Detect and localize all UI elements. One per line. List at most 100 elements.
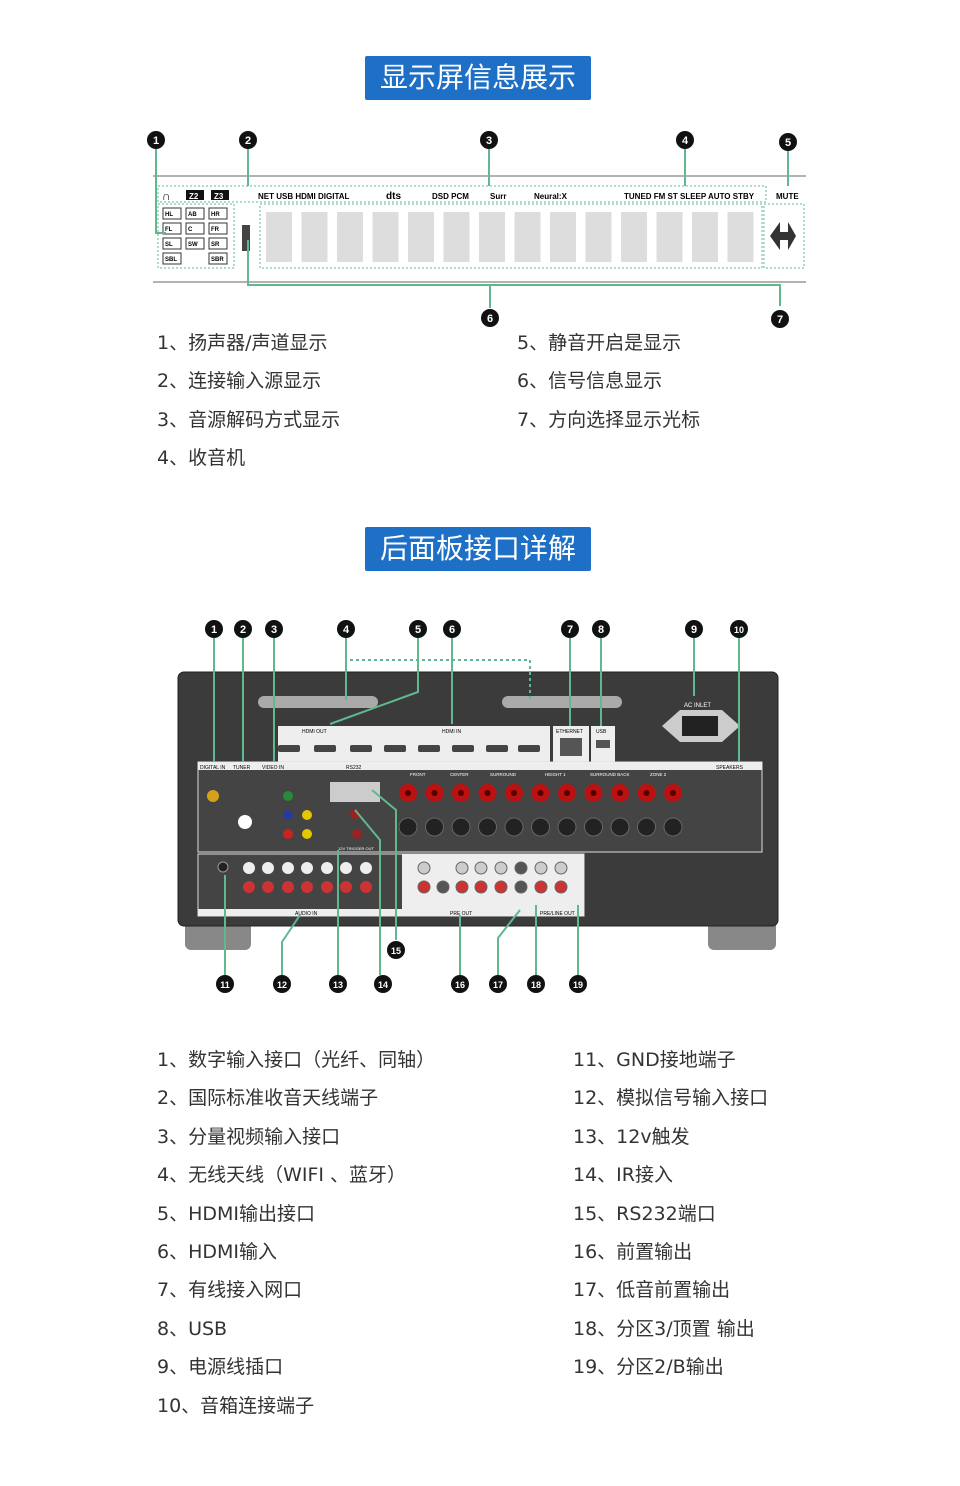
dot-matrix-char: [372, 212, 399, 262]
dot-matrix-char: [656, 212, 683, 262]
display-panel-diagram: ∩ Z2 Z3 NET USB HDMI DIGITAL dts DSD PCM…: [147, 131, 806, 328]
speaker-group-label: HEIGHT 1: [545, 772, 566, 777]
callout-marker: [685, 620, 703, 638]
mute-indicator: MUTE: [776, 192, 799, 201]
callout-marker-number: 10: [734, 625, 744, 635]
legend-item: 13、12v触发: [573, 1125, 690, 1148]
channel-indicator: SW: [188, 242, 198, 248]
callout-marker: [374, 975, 392, 993]
dot-matrix-char: [443, 212, 470, 262]
speaker-terminal-negative: [637, 817, 656, 837]
legend-item: 17、低音前置输出: [573, 1279, 731, 1302]
callout-marker-number: 17: [493, 980, 503, 990]
callout-marker: [451, 975, 469, 993]
rca-jack-red: [340, 881, 352, 893]
trigger-out-label: 12V TRIGGER OUT: [338, 846, 374, 851]
speaker-group-label: SURROUND BACK: [590, 772, 630, 777]
callout-marker: [337, 620, 355, 638]
callout-marker-number: 7: [777, 314, 783, 326]
rca-jack-white: [321, 862, 333, 874]
callout-marker-number: 2: [245, 135, 251, 147]
channel-indicator: HL: [165, 212, 173, 218]
callout-marker-number: 4: [682, 135, 689, 147]
rca-jack: [554, 861, 568, 875]
speaker-group-label: SURROUND: [490, 772, 517, 777]
callout-marker: [527, 975, 545, 993]
callout-marker: [676, 131, 694, 149]
callout-marker-number: 3: [486, 135, 492, 147]
rca-jack-red: [243, 881, 255, 893]
legend-item: 2、连接输入源显示: [157, 370, 322, 393]
dot-matrix-char: [727, 212, 754, 262]
callout-marker-number: 14: [378, 980, 388, 990]
rca-jack-red: [262, 881, 274, 893]
callout-marker: [387, 941, 405, 959]
callout-marker-number: 1: [153, 135, 159, 147]
rca-jack: [514, 880, 528, 894]
dot-matrix-char: [408, 212, 434, 262]
rca-jack: [417, 880, 431, 894]
speaker-terminal-negative: [478, 817, 497, 837]
callout-marker-number: 5: [785, 137, 791, 149]
callout-marker-number: 11: [220, 980, 230, 990]
dot-matrix-char: [621, 212, 647, 262]
callout-marker: [730, 620, 748, 638]
rs232-label: RS232: [346, 765, 362, 771]
legend-item: 6、HDMI输入: [157, 1240, 278, 1263]
channel-indicator: SBL: [165, 257, 177, 263]
legend-item: 14、IR接入: [573, 1164, 673, 1187]
tuner-label: TUNER: [233, 765, 251, 771]
callout-marker: [443, 620, 461, 638]
dts-indicator: dts: [386, 191, 401, 202]
rca-jack: [474, 861, 488, 875]
speaker-terminal-negative: [584, 817, 603, 837]
callout-marker-number: 12: [277, 980, 287, 990]
legend-item: 5、HDMI输出接口: [157, 1202, 316, 1225]
neural-indicator: Neural:X: [534, 192, 568, 201]
callout-marker: [147, 131, 165, 149]
rca-jack-red: [282, 881, 294, 893]
speaker-terminal-negative: [610, 817, 630, 837]
dot-matrix-char: [301, 212, 328, 262]
dot-matrix-char: [337, 212, 363, 262]
channel-indicator: FR: [211, 227, 220, 233]
speaker-terminal-negative: [451, 817, 471, 837]
channel-indicator: FL: [165, 227, 173, 233]
rca-jack-white: [301, 862, 313, 874]
legend-item: 4、无线天线（WIFI 、蓝牙）: [157, 1164, 407, 1187]
callout-marker: [480, 131, 498, 149]
rca-jack: [534, 880, 548, 894]
channel-indicator: SL: [165, 242, 173, 248]
legend-item: 15、RS232端口: [573, 1202, 716, 1225]
cursor-left-icon: [242, 225, 250, 251]
rca-jack: [554, 880, 568, 894]
speaker-terminal-negative: [504, 817, 524, 837]
callout-marker: [569, 975, 587, 993]
callout-marker-number: 1: [211, 624, 217, 636]
hdmi-port: [452, 745, 474, 752]
legend-item: 8、USB: [157, 1317, 228, 1340]
legend-item: 7、方向选择显示光标: [517, 408, 701, 431]
display-legend-left: 1、扬声器/声道显示 2、连接输入源显示 3、音源解码方式显示 4、收音机: [157, 324, 340, 478]
hdmi-out-label: HDMI OUT: [302, 729, 327, 735]
speaker-terminal-negative: [663, 817, 683, 837]
callout-marker-number: 6: [487, 313, 493, 325]
callout-marker: [205, 620, 223, 638]
legend-item: 2、国际标准收音天线端子: [157, 1087, 379, 1110]
rca-jack: [474, 880, 488, 894]
callout-marker: [489, 975, 507, 993]
dot-matrix-char: [692, 212, 718, 262]
callout-marker-number: 18: [531, 980, 541, 990]
rca-jack: [514, 861, 528, 875]
legend-item: 9、电源线插口: [157, 1356, 284, 1379]
surr-indicator: Surr: [490, 192, 506, 201]
z2-indicator: Z2: [189, 192, 199, 201]
hdmi-port: [278, 745, 300, 752]
display-legend-right: 5、静音开启是显示 6、信号信息显示 7、方向选择显示光标: [517, 324, 700, 439]
rca-jack: [436, 880, 450, 894]
rca-jack: [455, 880, 469, 894]
ethernet-label: ETHERNET: [556, 729, 583, 735]
channel-indicator: SBR: [211, 257, 224, 263]
